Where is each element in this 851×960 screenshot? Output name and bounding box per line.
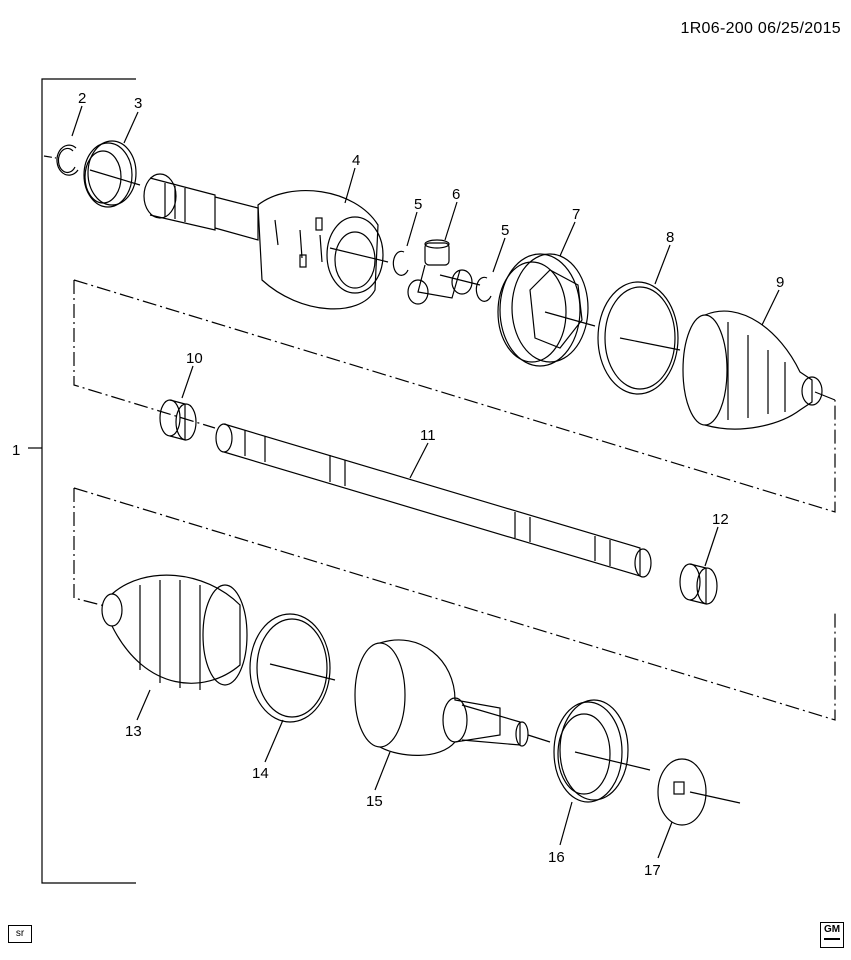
part-7-joint-race (497, 253, 596, 367)
callout-3: 3 (134, 95, 142, 112)
callout-5a: 5 (414, 196, 422, 213)
gm-logo-text: GM (823, 924, 841, 935)
leader-lines (71, 105, 780, 859)
diagram-code: 1R06-200 06/25/2015 (680, 20, 841, 37)
callout-6: 6 (452, 186, 460, 203)
callout-13: 13 (125, 723, 142, 740)
callout-14: 14 (252, 765, 269, 782)
callout-16: 16 (548, 849, 565, 866)
callout-15: 15 (366, 793, 383, 810)
callout-11: 11 (420, 427, 436, 444)
callout-9: 9 (776, 274, 784, 291)
assembly-bracket (28, 78, 136, 884)
part-5-retaining-ring-a (392, 250, 409, 276)
part-5-retaining-ring-b (475, 276, 492, 302)
part-6-tripod-spider (407, 239, 481, 305)
phantom-box-lower (73, 487, 836, 721)
callout-8: 8 (666, 229, 674, 246)
code-badge: sr (8, 925, 32, 943)
part-9-inner-boot (682, 310, 836, 430)
part-12-bushing (679, 563, 718, 605)
part-16-seal (553, 699, 651, 803)
gm-logo-icon: GM (820, 922, 844, 948)
callout-7: 7 (572, 206, 580, 223)
callout-12: 12 (712, 511, 729, 528)
part-14-boot-clamp (249, 613, 336, 723)
part-11-intermediate-shaft (215, 423, 652, 578)
part-4-inner-joint-housing (143, 173, 389, 310)
part-15-outer-joint (354, 639, 551, 756)
part-17-retaining-ring (657, 758, 741, 826)
callout-1: 1 (12, 442, 20, 459)
part-13-outer-boot (101, 574, 248, 690)
callout-10: 10 (186, 350, 203, 367)
part-3-seal (83, 140, 141, 208)
gm-logo-bar (824, 938, 840, 940)
callout-2: 2 (78, 90, 86, 107)
callout-17: 17 (644, 862, 661, 879)
part-2-snap-ring (43, 144, 79, 176)
part-10-bushing (159, 399, 197, 441)
phantom-box-upper (73, 279, 836, 513)
callout-5b: 5 (501, 222, 509, 239)
callout-4: 4 (352, 152, 360, 169)
part-8-boot-clamp (597, 281, 681, 395)
